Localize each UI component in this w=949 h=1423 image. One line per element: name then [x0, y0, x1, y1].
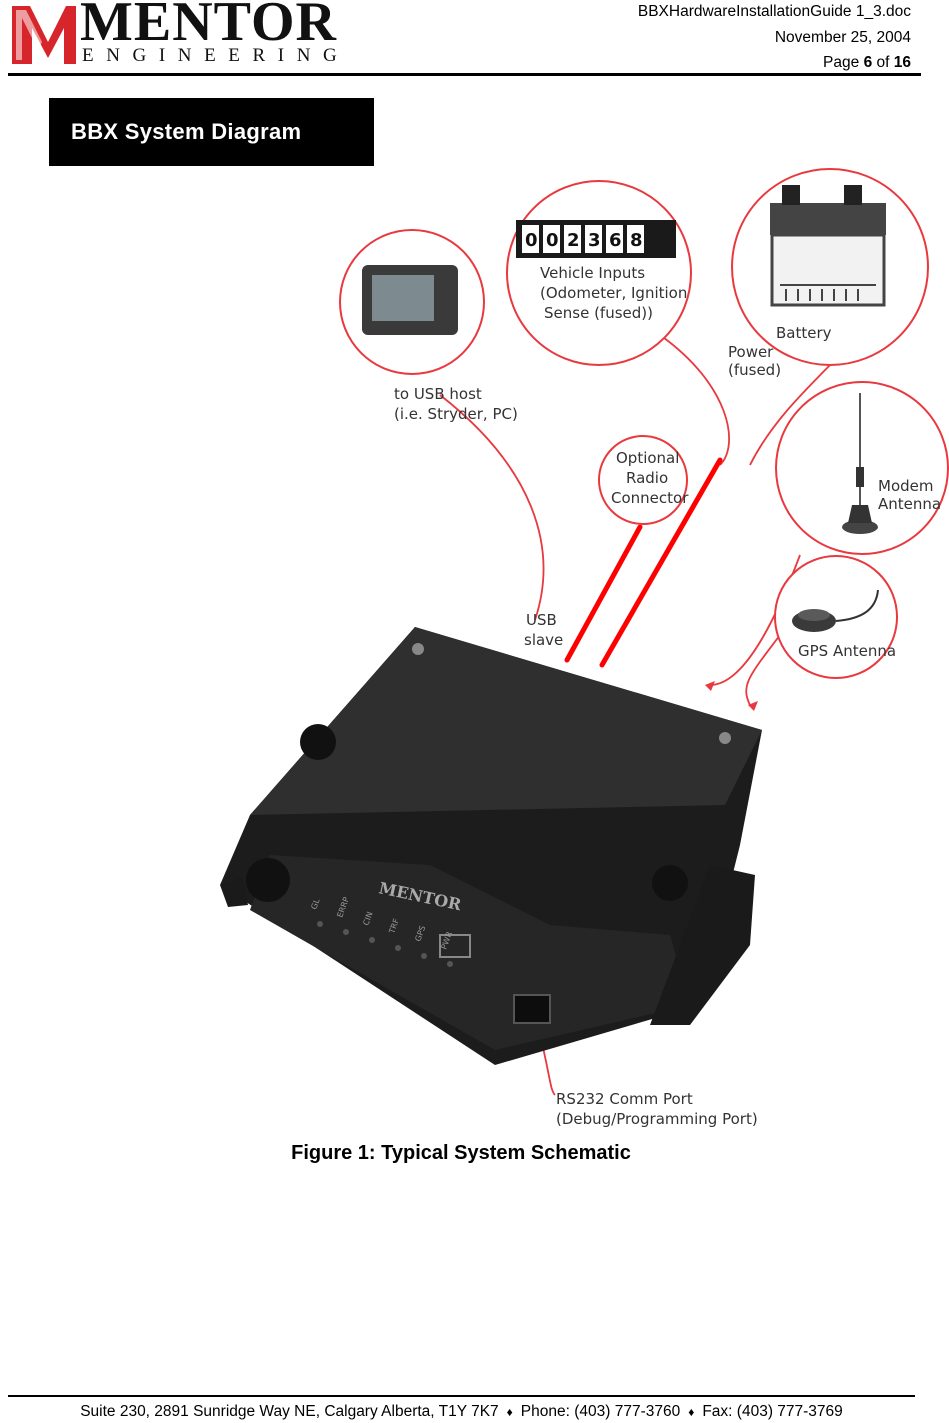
led-indicator: [369, 937, 375, 943]
radio-cable: [564, 524, 643, 663]
odometer-digit: 2: [567, 230, 580, 251]
led-indicator: [343, 929, 349, 935]
odometer-digit-box: [522, 225, 539, 253]
battery-icon: [770, 185, 886, 307]
modem-antenna-label-2: Antenna: [878, 495, 941, 513]
radio-label-3: Connector: [611, 489, 689, 507]
power-cable: [599, 457, 723, 668]
logo-wordmark: MENTOR: [80, 0, 337, 53]
diagram-banner: BBX System Diagram: [49, 98, 374, 166]
led-indicator: [421, 953, 427, 959]
usb-host-label-2: (i.e. Stryder, PC): [394, 405, 518, 423]
led-indicator: [447, 961, 453, 967]
usb-port-icon: [439, 934, 471, 958]
header-date: November 25, 2004: [774, 29, 911, 46]
footer-fax: Fax: (403) 777-3769: [702, 1403, 843, 1420]
odometer-digit: 8: [630, 230, 643, 251]
rs232-label-1: RS232 Comm Port: [556, 1090, 693, 1108]
mounting-bracket-left: [220, 877, 248, 907]
gps-antenna-callout: GPS Antenna: [774, 555, 898, 679]
mounting-bracket-right: [650, 865, 755, 1025]
logo-subtitle: ENGINEERING: [82, 45, 350, 66]
header-rule: [8, 73, 921, 76]
odometer-digit: 3: [588, 230, 601, 251]
knob-left: [300, 724, 336, 760]
led-indicator: [395, 945, 401, 951]
odometer-digit-box: [606, 225, 623, 253]
modem-antenna-label-1: Modem: [878, 477, 933, 495]
led-indicator: [317, 921, 323, 927]
footer-address: Suite 230, 2891 Sunridge Way NE, Calgary…: [80, 1403, 499, 1420]
odometer-digit: 0: [546, 230, 559, 251]
rs232-label-2: (Debug/Programming Port): [556, 1110, 758, 1128]
red-cables: [564, 457, 723, 668]
odometer-digit-box: [585, 225, 602, 253]
battery-label: Battery: [776, 324, 832, 342]
led-label: CIN: [361, 911, 374, 927]
vehicle-inputs-label-1: Vehicle Inputs: [540, 264, 645, 282]
page-current: 6: [863, 54, 873, 71]
vehicle-inputs-leader: [659, 334, 730, 466]
diagram-banner-title: BBX System Diagram: [71, 119, 302, 144]
power-label-1: Power: [728, 343, 774, 361]
usb-host-callout: to USB host (i.e. Stryder, PC): [339, 229, 518, 423]
battery-callout: Battery: [731, 168, 929, 366]
battery-leader: [749, 354, 841, 466]
odometer-digit-box: [564, 225, 581, 253]
usb-host-label-1: to USB host: [394, 385, 482, 403]
vehicle-inputs-label-2: (Odometer, Ignition: [540, 284, 687, 302]
page-of: of: [876, 54, 890, 71]
page-prefix: Page: [823, 54, 860, 71]
arrow-tips: [705, 681, 758, 711]
radio-callout: Optional Radio Connector: [598, 435, 689, 525]
radio-label-1: Optional: [616, 449, 679, 467]
power-label: Power (fused): [728, 343, 781, 379]
usb-host-leader: [439, 394, 545, 621]
header-filename: BBXHardwareInstallationGuide 1_3.doc: [637, 3, 911, 20]
knob-right: [652, 865, 688, 901]
footer-separator-icon: ♦: [688, 1405, 695, 1419]
front-knob-left: [246, 858, 290, 902]
gps-antenna-icon: [792, 589, 879, 632]
header-page-number: Page 6 of 16: [823, 54, 911, 72]
usb-slave-label-1: USB: [526, 611, 557, 629]
odometer-digit: 6: [609, 230, 622, 251]
screw-right: [719, 732, 731, 744]
led-label: GL: [309, 897, 321, 911]
odometer-digit-box: [627, 225, 644, 253]
usb-slave-label-2: slave: [524, 631, 563, 649]
odometer-digit-box: [543, 225, 560, 253]
gps-antenna-label: GPS Antenna: [798, 642, 896, 660]
vehicle-inputs-label-3: Sense (fused)): [544, 304, 653, 322]
modem-antenna-callout: Modem Antenna: [775, 381, 949, 555]
rs232-label: RS232 Comm Port (Debug/Programming Port): [556, 1090, 758, 1128]
mentor-logo-mark-icon: [12, 6, 76, 64]
footer-separator-icon: ♦: [506, 1405, 513, 1419]
power-label-2: (fused): [728, 361, 781, 379]
footer: Suite 230, 2891 Sunridge Way NE, Calgary…: [8, 1403, 915, 1421]
rs232-port-icon: [513, 994, 551, 1024]
gps-leader: [745, 634, 781, 706]
footer-rule: [8, 1395, 915, 1397]
usb-slave-label: USB slave: [524, 611, 563, 649]
modem-antenna-icon: [842, 393, 878, 534]
radio-label-2: Radio: [626, 469, 668, 487]
figure-caption: Figure 1: Typical System Schematic: [291, 1142, 631, 1164]
screw-top: [412, 643, 424, 655]
page-total: 16: [893, 54, 911, 71]
footer-phone: Phone: (403) 777-3760: [520, 1403, 681, 1420]
odometer-digit: 0: [525, 230, 538, 251]
